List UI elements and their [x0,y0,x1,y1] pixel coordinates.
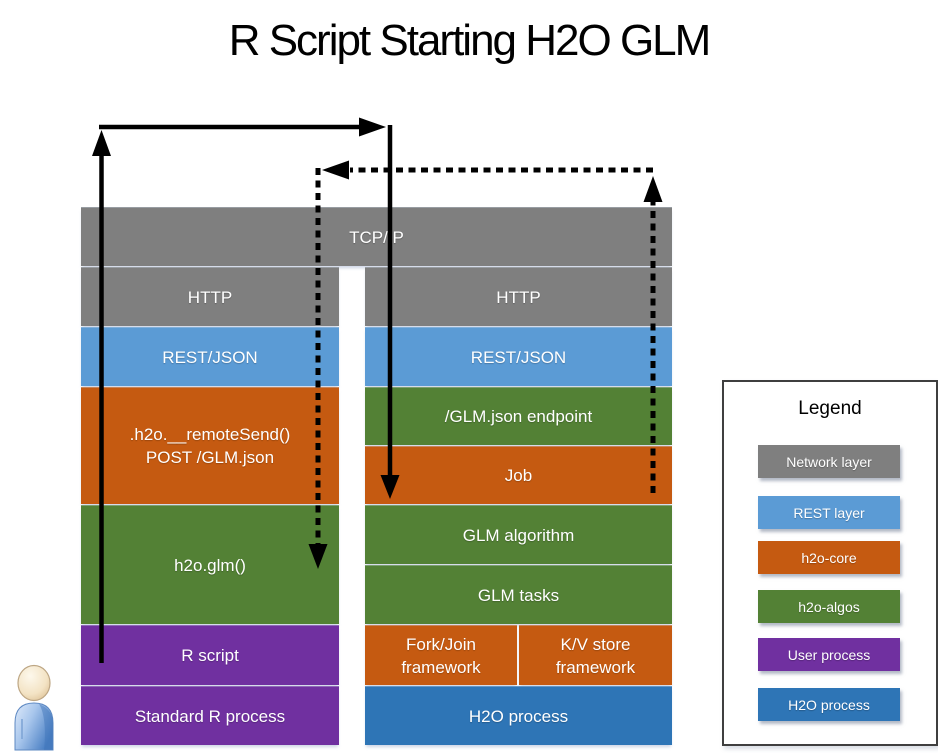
right-layer-glm-tasks: GLM tasks [365,565,672,624]
page-title: R Script Starting H2O GLM [228,16,712,65]
right-layer-job: Job [365,446,672,504]
right-layer-fork-join-framework: Fork/Join framework [365,625,517,685]
person-body [14,702,54,751]
left-layer-h2o-glm: h2o.glm() [81,505,339,624]
legend-item-network-layer: Network layer [758,445,900,478]
remote-send-line1: .h2o.__remoteSend() [129,425,291,444]
left-layer-remote-send: .h2o.__remoteSend() POST /GLM.json [81,387,339,504]
remote-send-line2: POST /GLM.json [145,448,275,467]
right-layer-glm-endpoint: /GLM.json endpoint [365,387,672,445]
legend-item-h2o-process: H2O process [758,688,900,721]
person-head [17,664,51,702]
user-person-icon [14,664,54,751]
legend-item-h2o-algos: h2o-algos [758,590,900,623]
left-layer-rest-json: REST/JSON [81,327,339,386]
response-arrowhead-up [643,176,663,202]
legend-panel: Legend Network layer REST layer h2o-core… [722,380,938,746]
request-arrowhead-up [92,130,111,156]
kv-store-label: K/V store framework [555,634,636,677]
right-layer-kv-store-framework: K/V store framework [519,625,672,685]
legend-item-h2o-core: h2o-core [758,541,900,574]
left-layer-standard-r-process: Standard R process [81,686,339,745]
right-layer-rest-json: REST/JSON [365,327,672,386]
legend-item-rest-layer: REST layer [758,496,900,529]
person-body-shade [39,704,53,750]
layer-tcp-ip: TCP/IP [81,207,672,266]
request-arrowhead-right [359,117,386,137]
left-layer-http: HTTP [81,267,339,326]
right-layer-h2o-process: H2O process [365,686,672,745]
response-arrowhead-left [322,160,349,180]
legend-title: Legend [798,398,862,419]
legend-item-user-process: User process [758,638,900,671]
left-layer-r-script: R script [81,625,339,685]
fork-join-label: Fork/Join framework [401,634,481,677]
right-layer-http: HTTP [365,267,672,326]
right-layer-glm-algorithm: GLM algorithm [365,505,672,564]
